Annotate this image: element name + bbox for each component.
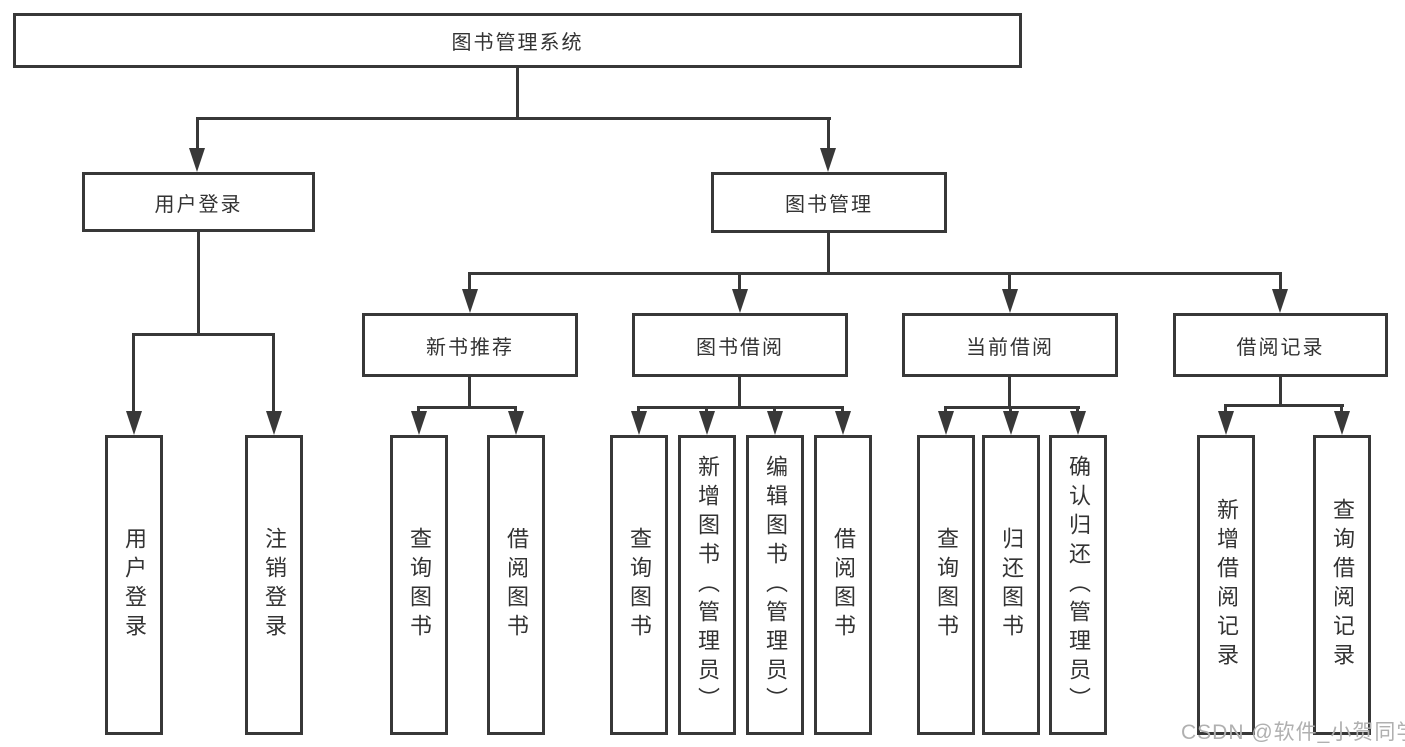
connector-line (738, 272, 741, 289)
connector-line (773, 406, 776, 412)
connector-line (1009, 406, 1012, 412)
connector-line (944, 406, 1080, 409)
leaf-user-login: 用户登录 (105, 435, 163, 735)
arrow-down-icon (126, 411, 142, 435)
node-label: 注销登录 (262, 527, 287, 643)
arrow-down-icon (631, 411, 647, 435)
leaf-borrow-book-recommend: 借阅图书 (487, 435, 545, 735)
connector-line (827, 233, 830, 275)
connector-line (468, 272, 471, 289)
connector-line (1076, 406, 1079, 412)
connector-line (469, 272, 1282, 275)
connector-line (272, 333, 275, 411)
connector-line (196, 117, 831, 120)
connector-line (738, 377, 741, 409)
node-label: 新增图书（管理员） (695, 454, 720, 716)
arrow-down-icon (508, 411, 524, 435)
leaf-query-book-recommend: 查询图书 (390, 435, 448, 735)
node-current-borrow: 当前借阅 (902, 313, 1118, 377)
connector-line (1224, 404, 1227, 412)
leaf-return-book: 归还图书 (982, 435, 1040, 735)
leaf-query-book-current: 查询图书 (917, 435, 975, 735)
arrow-down-icon (266, 411, 282, 435)
node-library-management-system: 图书管理系统 (13, 13, 1022, 68)
node-label: 借阅图书 (504, 527, 529, 643)
leaf-edit-book-admin: 编辑图书（管理员） (746, 435, 804, 735)
node-label: 图书借阅 (696, 336, 784, 359)
connector-line (1224, 404, 1344, 407)
node-label: 图书管理系统 (451, 32, 584, 54)
leaf-query-borrow-record: 查询借阅记录 (1313, 435, 1371, 735)
node-label: 查询图书 (407, 527, 432, 643)
leaf-borrow-book: 借阅图书 (814, 435, 872, 735)
connector-line (637, 406, 844, 409)
arrow-down-icon (938, 411, 954, 435)
arrow-down-icon (767, 411, 783, 435)
connector-line (1008, 377, 1011, 409)
node-user-login: 用户登录 (82, 172, 315, 232)
connector-line (197, 232, 200, 335)
connector-line (841, 406, 844, 412)
connector-line (417, 406, 517, 409)
arrow-down-icon (411, 411, 427, 435)
node-label: 用户登录 (154, 193, 243, 216)
connector-line (1340, 404, 1343, 412)
arrow-down-icon (1002, 289, 1018, 313)
node-label: 图书管理 (785, 194, 873, 216)
arrow-down-icon (820, 148, 836, 172)
node-label: 归还图书 (999, 527, 1024, 643)
connector-line (132, 333, 275, 336)
arrow-down-icon (1272, 289, 1288, 313)
arrow-down-icon (1334, 411, 1350, 435)
arrow-down-icon (1218, 411, 1234, 435)
connector-line (514, 406, 517, 412)
arrow-down-icon (1070, 411, 1086, 435)
node-new-book-recommend: 新书推荐 (362, 313, 578, 377)
node-label: 当前借阅 (966, 336, 1054, 359)
node-book-management: 图书管理 (711, 172, 947, 233)
node-label: 新书推荐 (426, 336, 514, 359)
connector-line (705, 406, 708, 412)
node-label: 新增借阅记录 (1214, 498, 1239, 672)
node-label: 查询借阅记录 (1330, 498, 1355, 672)
connector-line (196, 117, 199, 149)
csdn-watermark: CSDN @软件_小贺同学 (1181, 721, 1405, 744)
connector-line (468, 377, 471, 409)
node-borrow-record: 借阅记录 (1173, 313, 1388, 377)
connector-line (944, 406, 947, 412)
node-label: 编辑图书（管理员） (763, 454, 788, 716)
connector-line (1008, 272, 1011, 289)
node-label: 确认归还（管理员） (1066, 454, 1091, 716)
arrow-down-icon (732, 289, 748, 313)
connector-line (827, 117, 830, 149)
arrow-down-icon (835, 411, 851, 435)
node-label: 用户登录 (122, 527, 147, 643)
leaf-add-book-admin: 新增图书（管理员） (678, 435, 736, 735)
node-label: 查询图书 (627, 527, 652, 643)
arrow-down-icon (462, 289, 478, 313)
leaf-add-borrow-record: 新增借阅记录 (1197, 435, 1255, 735)
arrow-down-icon (189, 148, 205, 172)
connector-line (1279, 377, 1282, 407)
arrow-down-icon (1003, 411, 1019, 435)
node-label: 借阅记录 (1236, 336, 1325, 359)
node-label: 查询图书 (934, 527, 959, 643)
leaf-logout-login: 注销登录 (245, 435, 303, 735)
connector-line (417, 406, 420, 412)
connector-line (516, 68, 519, 118)
connector-line (1279, 272, 1282, 289)
connector-line (132, 333, 135, 411)
leaf-confirm-return-admin: 确认归还（管理员） (1049, 435, 1107, 735)
node-label: 借阅图书 (831, 527, 856, 643)
connector-line (637, 406, 640, 412)
arrow-down-icon (699, 411, 715, 435)
leaf-query-book-borrow: 查询图书 (610, 435, 668, 735)
node-book-borrow: 图书借阅 (632, 313, 848, 377)
